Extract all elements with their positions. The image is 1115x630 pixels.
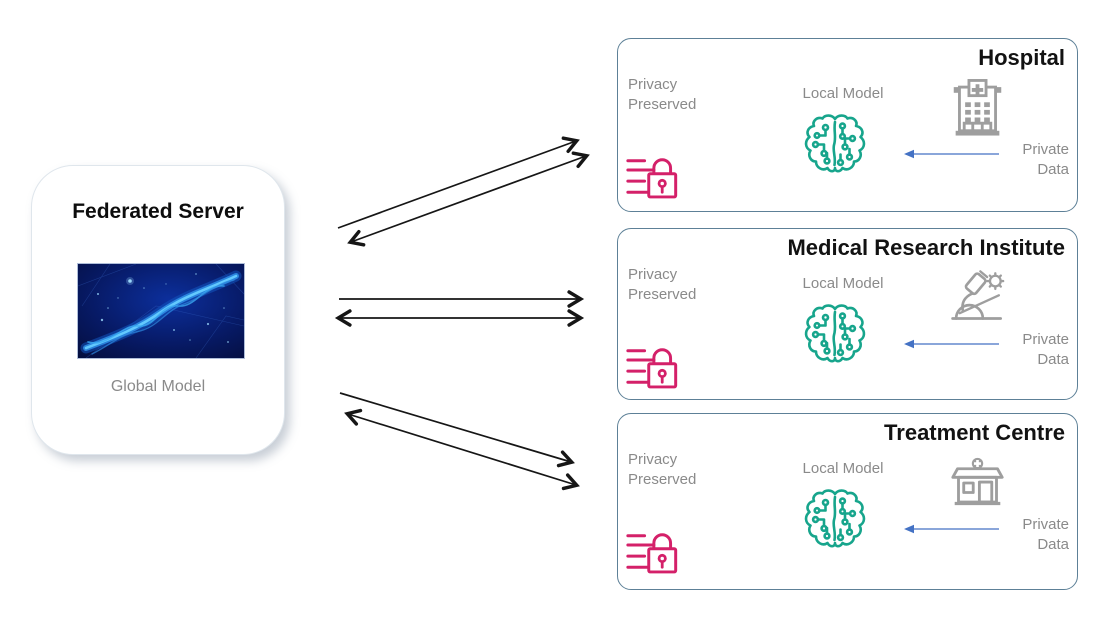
circuit-brain-icon bbox=[804, 488, 866, 552]
client-title: Hospital bbox=[978, 45, 1065, 70]
local-model-label: Local Model bbox=[802, 460, 884, 477]
exchange-arrow-hospital-to-server bbox=[347, 151, 590, 247]
federated-server-title: Federated Server bbox=[72, 200, 244, 223]
local-model-label: Local Model bbox=[802, 275, 884, 292]
privacy-lock-icon bbox=[626, 528, 678, 575]
global-model-label: Global Model bbox=[110, 378, 206, 395]
circuit-brain-icon bbox=[804, 303, 866, 367]
exchange-arrow-centre-to-server bbox=[344, 408, 580, 491]
clinic-building-icon bbox=[949, 452, 1006, 514]
client-box-medical-research-institute: Medical Research Institute Privacy Prese… bbox=[617, 228, 1078, 400]
privacy-lock-icon bbox=[626, 153, 678, 200]
global-model-image bbox=[77, 263, 245, 359]
exchange-arrow-server-to-hospital bbox=[337, 136, 580, 229]
hospital-building-icon bbox=[949, 77, 1006, 139]
client-box-treatment-centre: Treatment Centre Privacy Preserved Local… bbox=[617, 413, 1078, 590]
private-data-arrow bbox=[904, 339, 999, 349]
client-title: Medical Research Institute bbox=[787, 235, 1065, 260]
federated-server-box: Federated Server bbox=[31, 165, 285, 455]
circuit-brain-icon bbox=[804, 113, 866, 177]
exchange-arrow-server-to-centre bbox=[339, 392, 575, 468]
private-data-label: Private Data bbox=[1022, 141, 1069, 179]
client-box-hospital: Hospital Privacy Preserved Local Model P… bbox=[617, 38, 1078, 212]
private-data-label: Private Data bbox=[1022, 331, 1069, 369]
privacy-preserved-label: Privacy Preserved bbox=[628, 76, 697, 113]
private-data-arrow bbox=[904, 524, 999, 534]
privacy-preserved-label: Privacy Preserved bbox=[628, 266, 697, 303]
privacy-lock-icon bbox=[626, 343, 678, 390]
privacy-preserved-label: Privacy Preserved bbox=[628, 451, 697, 488]
client-title: Treatment Centre bbox=[884, 420, 1065, 445]
private-data-arrow bbox=[904, 149, 999, 159]
private-data-label: Private Data bbox=[1022, 516, 1069, 554]
microscope-virus-icon bbox=[949, 267, 1006, 329]
local-model-label: Local Model bbox=[802, 85, 884, 102]
